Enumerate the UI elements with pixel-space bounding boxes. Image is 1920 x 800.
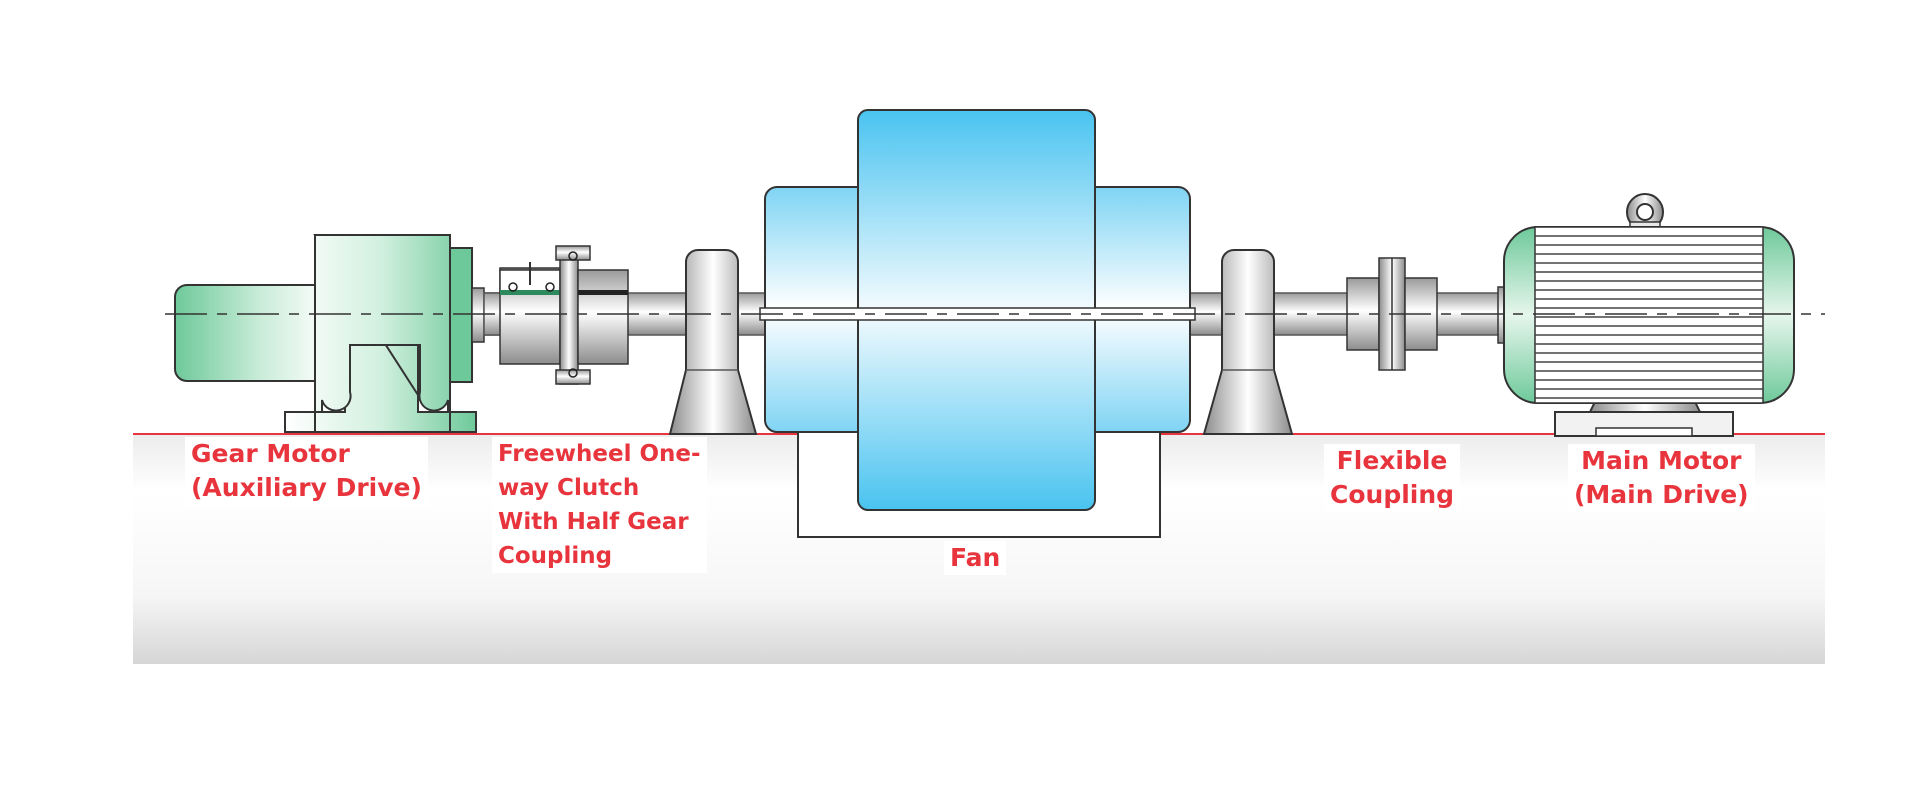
label-gear-motor: Gear Motor (Auxiliary Drive): [185, 437, 428, 505]
fan: [759, 109, 1196, 511]
freewheel-clutch: [483, 245, 629, 385]
gear-motor: [174, 234, 485, 433]
left-bearing-pedestal: [668, 249, 758, 435]
label-freewheel-clutch: Freewheel One- way Clutch With Half Gear…: [492, 437, 707, 573]
label-fan: Fan: [944, 541, 1007, 575]
main-motor: [1497, 193, 1795, 437]
right-bearing-pedestal: [1202, 249, 1294, 435]
label-flexible-coupling: Flexible Coupling: [1324, 444, 1461, 512]
label-main-motor: Main Motor (Main Drive): [1568, 444, 1755, 512]
